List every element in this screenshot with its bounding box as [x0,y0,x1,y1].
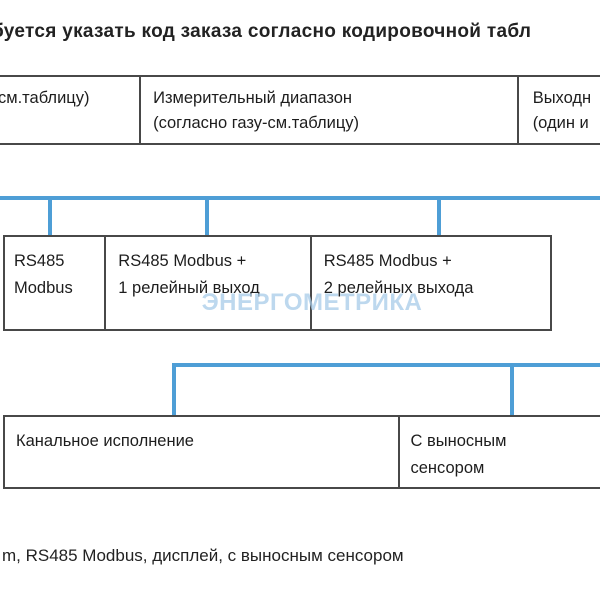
option1-line2: Modbus [14,279,73,297]
option-remote-sensor: С выносным сенсором [397,417,600,487]
connector-bus2-horizontal [172,363,600,367]
connector-bus2-drop1 [172,363,176,417]
connector-bus1-drop1 [48,196,52,237]
header-cell-type-line1: см.таблицу) [0,89,90,107]
header-cell-output-signal: Выходн (один и [516,77,600,143]
connector-bus1-drop3 [437,196,441,237]
connector-bus1-horizontal [0,196,600,200]
option-duct-version: Канальное исполнение [5,417,398,487]
output-options-row: RS485 Modbus RS485 Modbus + 1 релейный в… [3,235,552,331]
option3-line2: 2 релейных выхода [323,279,474,297]
footer-text: m, RS485 Modbus, дисплей, с выносным сен… [2,546,404,565]
header-cell-range-line1: Измерительный диапазон [153,89,353,107]
header-cell-measuring-range: Измерительный диапазон (согласно газу-см… [139,77,517,143]
design2-line2: сенсором [410,459,485,477]
design1-line1: Канальное исполнение [16,432,194,450]
option-rs485-1relay: RS485 Modbus + 1 релейный выход [104,237,309,329]
connector-bus2-drop2 [510,363,514,417]
page-title: буется указать код заказа согласно кодир… [0,21,532,42]
option2-line2: 1 релейный выход [118,279,260,297]
header-cell-output-line2: (один и [532,114,589,132]
header-cell-range-line2: (согласно газу-см.таблицу) [153,114,360,132]
header-cell-type: см.таблицу) [0,77,139,143]
option2-line1: RS485 Modbus + [118,252,247,270]
option-rs485-modbus: RS485 Modbus [5,237,104,329]
connector-bus1-drop2 [205,196,209,237]
watermark-energometrika: ЭНЕРГОМЕТРИКА [201,289,423,316]
header-cell-output-line1: Выходн [532,89,592,107]
design2-line1: С выносным [410,432,507,450]
design-options-row: Канальное исполнение С выносным сенсором [3,415,600,489]
order-code-header-row: см.таблицу) Измерительный диапазон (согл… [0,75,600,145]
option3-line1: RS485 Modbus + [323,252,452,270]
option1-line1: RS485 [14,252,65,270]
option-rs485-2relay: RS485 Modbus + 2 релейных выхода [309,237,550,329]
